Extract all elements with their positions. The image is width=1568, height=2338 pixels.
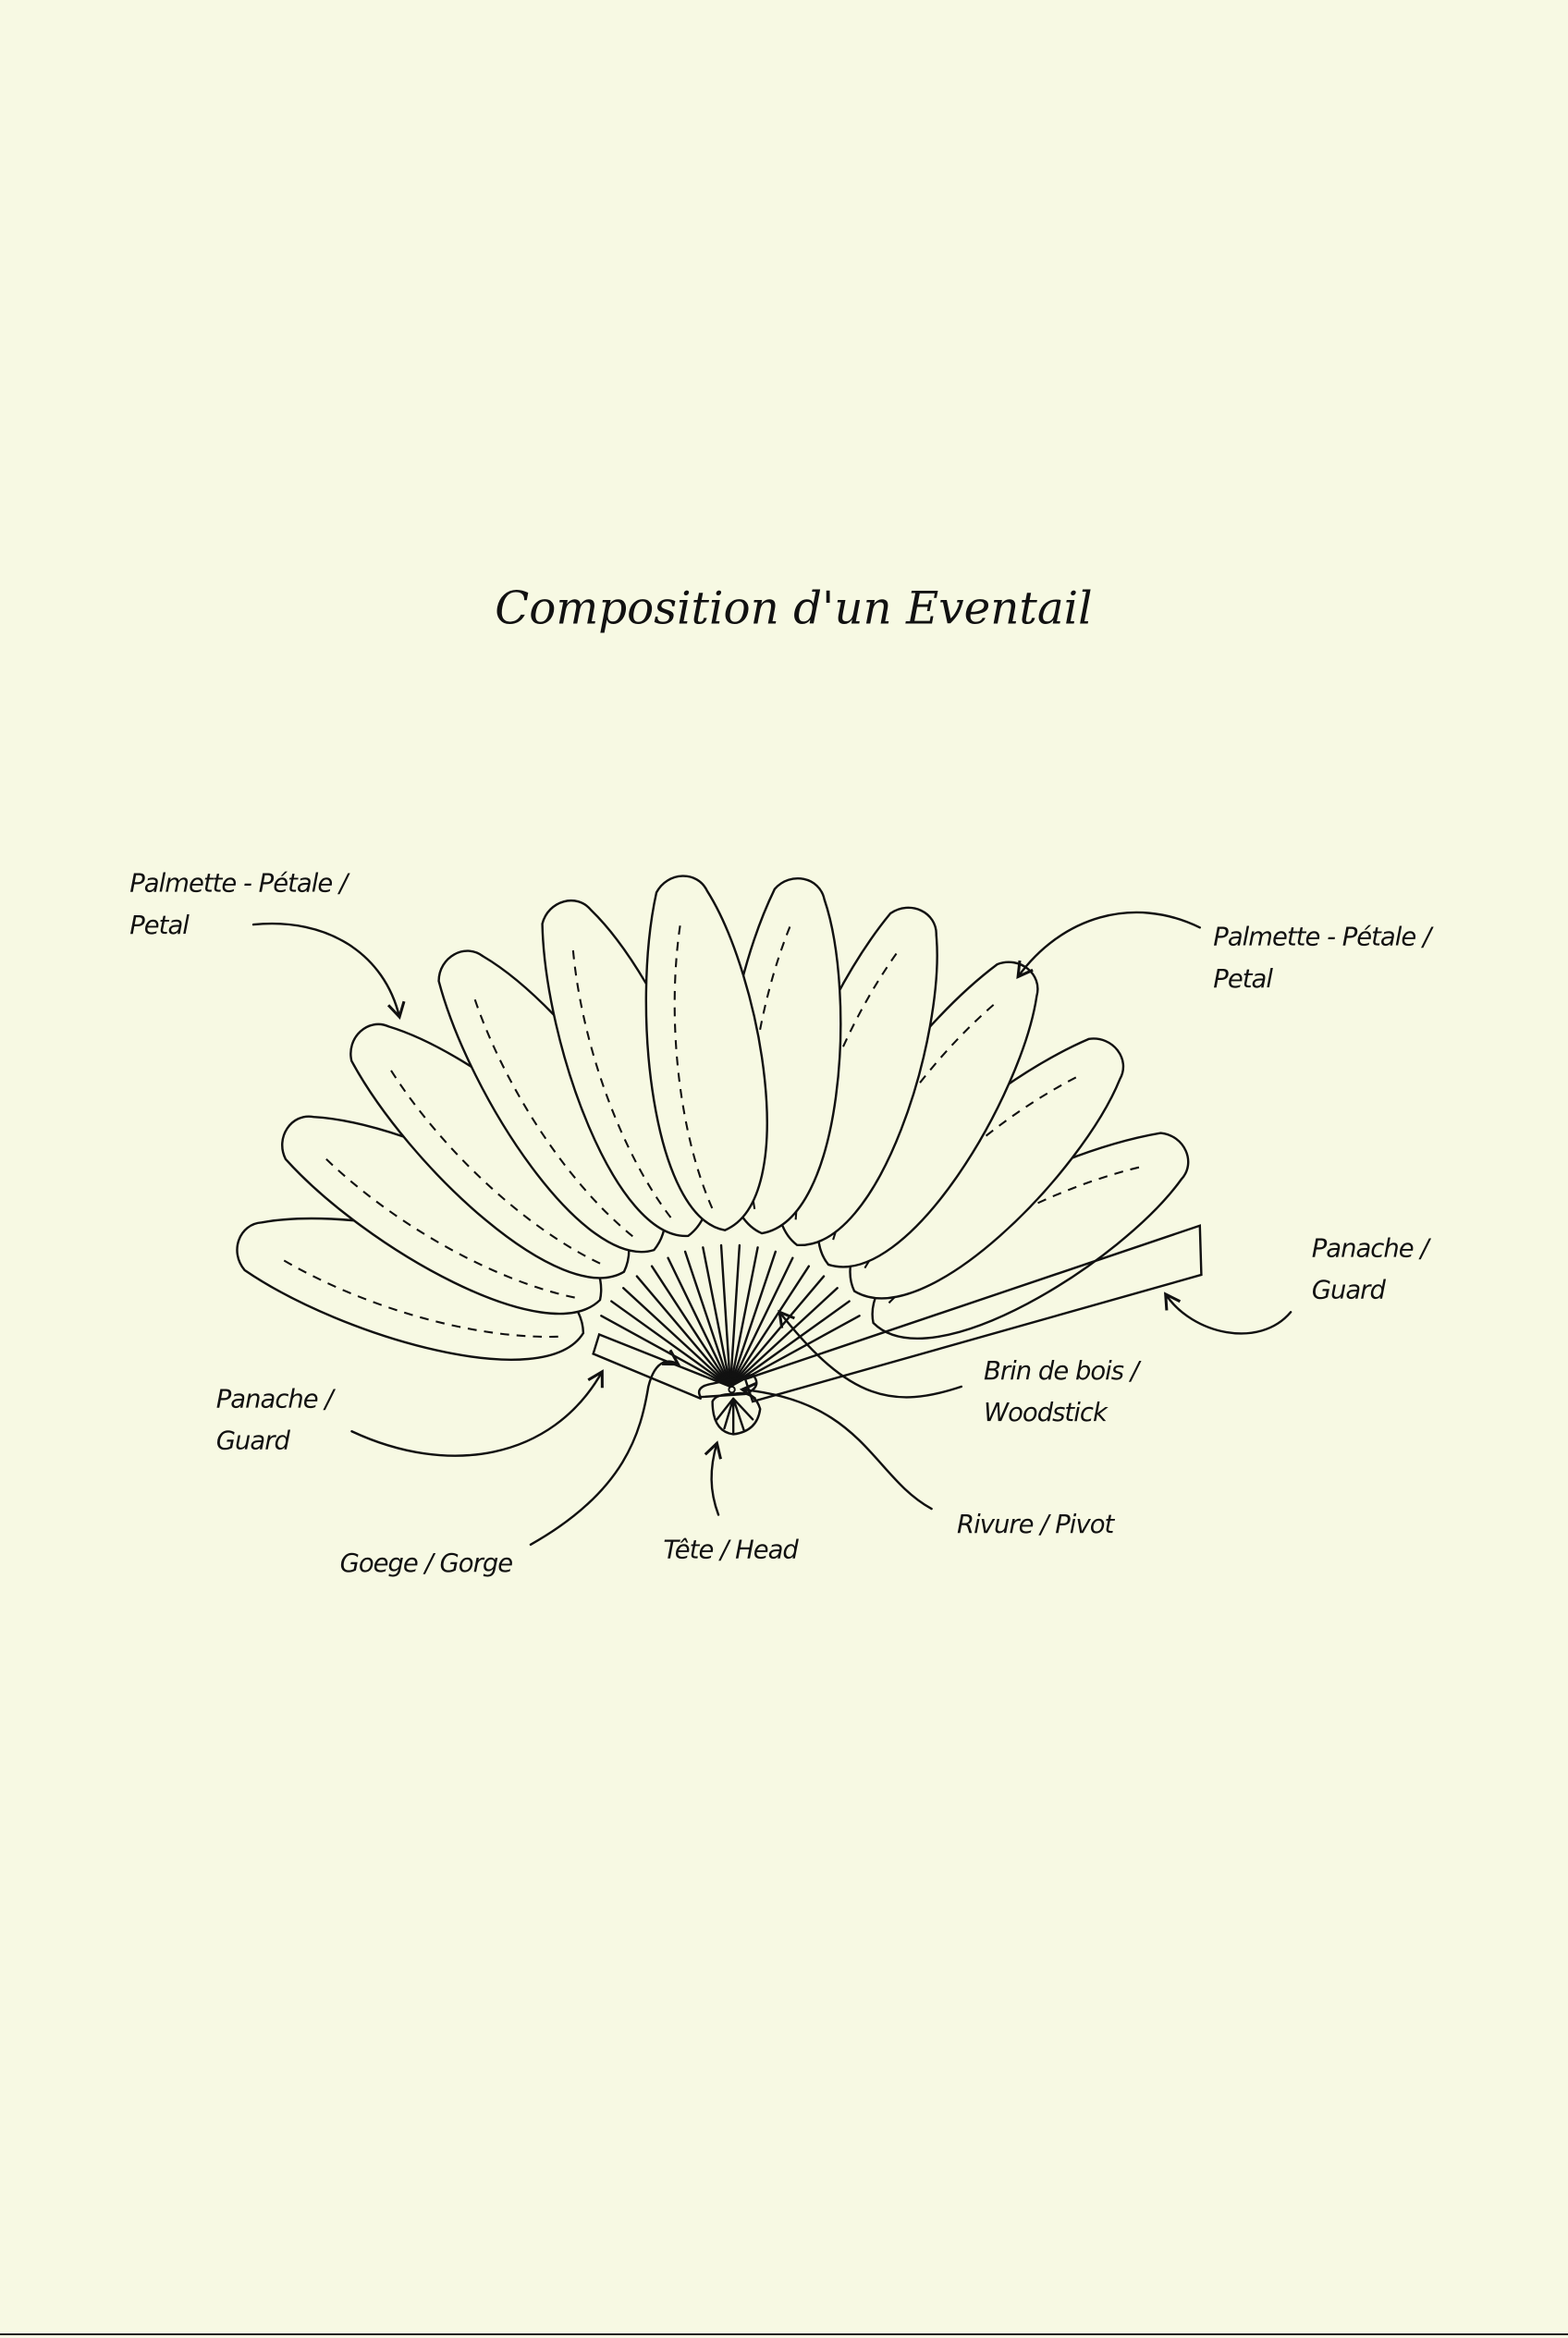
- woodstick-line: [729, 1246, 759, 1389]
- label-pivot: Rivure / Pivot: [957, 1511, 1115, 1539]
- label-head: Tête / Head: [663, 1536, 799, 1564]
- woodstick-line: [729, 1243, 741, 1389]
- woodstick-line: [610, 1300, 732, 1389]
- petal-stitch: [571, 943, 672, 1218]
- arrow-pivot: [739, 1381, 933, 1511]
- label-guard-left-en: Guard: [216, 1427, 291, 1456]
- arrow-petal-right: [1016, 911, 1202, 980]
- woodstick-line: [683, 1250, 732, 1389]
- label-petal-right-en: Petal: [1213, 965, 1273, 994]
- label-guard-right: Panache /: [1312, 1235, 1432, 1264]
- arrow-petal-left: [251, 922, 406, 1021]
- woodstick-line: [729, 1300, 851, 1389]
- arrow-woodstick: [778, 1309, 963, 1399]
- woodstick-line: [729, 1250, 778, 1389]
- woodsticks: [600, 1243, 861, 1389]
- petal-stitch: [277, 1255, 558, 1339]
- woodstick-line: [729, 1275, 826, 1389]
- label-petal-left: Palmette - Pétale /: [129, 870, 350, 899]
- woodstick-line: [650, 1265, 732, 1389]
- label-guard-left: Panache /: [216, 1385, 337, 1414]
- woodstick-line: [667, 1256, 732, 1389]
- woodstick-line: [719, 1243, 732, 1389]
- arrow-guard-right: [1164, 1291, 1292, 1335]
- label-woodstick: Brin de bois /: [984, 1357, 1142, 1386]
- petal-stitch: [320, 1153, 575, 1299]
- woodstick-line: [729, 1287, 839, 1389]
- arrow-guard-left: [350, 1369, 604, 1457]
- fan-petals: [236, 875, 1190, 1361]
- bottom-rule: [0, 2333, 1568, 2335]
- arrow-gorge: [529, 1349, 681, 1546]
- petal: [644, 875, 768, 1231]
- woodstick-line: [729, 1265, 811, 1389]
- label-petal-left-en: Petal: [129, 912, 190, 940]
- petal-stitch: [673, 918, 714, 1209]
- petal-stitch: [472, 992, 633, 1238]
- woodstick-line: [702, 1246, 732, 1389]
- petal-stitch: [386, 1063, 601, 1265]
- label-petal-right: Palmette - Pétale /: [1213, 924, 1434, 952]
- woodstick-line: [622, 1287, 732, 1389]
- woodstick-line: [729, 1256, 794, 1389]
- diagram-title: Composition d'un Eventail: [495, 582, 1092, 634]
- arrow-head: [704, 1440, 722, 1516]
- label-guard-right-en: Guard: [1312, 1277, 1387, 1305]
- label-gorge: Goege / Gorge: [340, 1549, 513, 1578]
- woodstick-line: [635, 1275, 732, 1389]
- label-woodstick-en: Woodstick: [984, 1399, 1109, 1427]
- pivot-rivet: [728, 1385, 736, 1394]
